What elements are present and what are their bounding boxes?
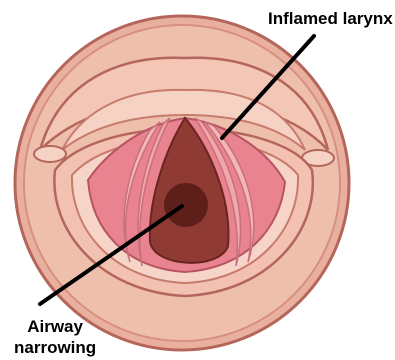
airway-narrowing-label: Airway narrowing <box>14 316 96 358</box>
airway-center <box>164 183 208 227</box>
inflamed-larynx-label: Inflamed larynx <box>268 8 393 29</box>
left-side-tab <box>34 146 66 162</box>
airway-label-line2: narrowing <box>14 337 96 358</box>
airway-label-line1: Airway <box>14 316 96 337</box>
